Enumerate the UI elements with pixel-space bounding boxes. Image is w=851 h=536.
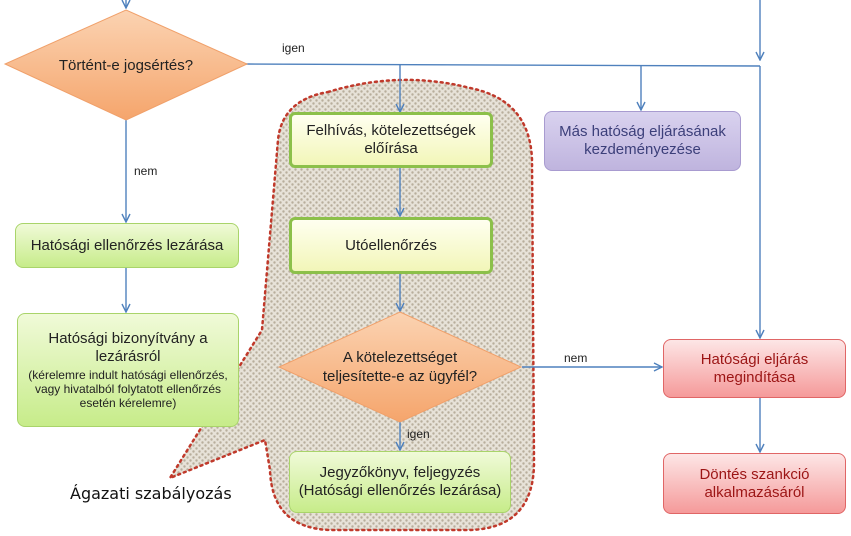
box-mas-hatosag-line2: kezdeményezése: [584, 141, 701, 158]
box-utoellenorzes: Utóellenőrzés: [289, 217, 493, 274]
sectoral-regulation-region: [166, 78, 536, 532]
edge-label-nem-left: nem: [134, 164, 158, 178]
box-bizonyitvany-title-1: Hatósági bizonyítvány a: [48, 330, 208, 347]
box-bizonyitvany-note: (kérelemre indult hatósági ellenőrzés, v…: [28, 368, 228, 410]
decision-kotelezettseg-shape: [277, 311, 523, 423]
box-dontes-szankcio-line1: Döntés szankció: [699, 465, 810, 483]
box-jegyzokonyv: Jegyzőkönyv, feljegyzés (Hatósági ellenő…: [289, 451, 511, 513]
connectors: [126, 0, 760, 452]
region-caption: Ágazati szabályozás: [70, 484, 232, 503]
edge-label-nem-right: nem: [564, 351, 588, 365]
box-ellenorzes-lezarasa: Hatósági ellenőrzés lezárása: [15, 223, 239, 268]
decision-kotelezettseg-line2: teljesítette-e az ügyfél?: [322, 368, 478, 385]
box-jegyzokonyv-line2: (Hatósági ellenőrzés lezárása): [298, 482, 502, 499]
box-mas-hatosag: Más hatóság eljárásának kezdeményezése: [544, 111, 741, 171]
decision-kotelezettseg: A kötelezettséget teljesítette-e az ügyf…: [279, 312, 521, 422]
box-eljaras-inditasa-line1: Hatósági eljárás: [700, 350, 809, 368]
edge-label-igen-top: igen: [282, 41, 305, 55]
box-ellenorzes-lezarasa-text: Hatósági ellenőrzés lezárása: [30, 236, 224, 254]
box-bizonyitvany-title-2: lezárásról: [95, 348, 161, 365]
box-felhivas-line1: Felhívás, kötelezettségek: [306, 122, 476, 139]
arrow-igen-horizontal: [245, 63, 761, 67]
decision-jogsertes-text: Történt-e jogsértés?: [58, 56, 194, 74]
decision-jogsertes: Történt-e jogsértés?: [5, 10, 247, 120]
box-eljaras-inditasa: Hatósági eljárás megindítása: [663, 339, 846, 398]
box-eljaras-inditasa-line2: megindítása: [713, 368, 796, 386]
box-felhivas: Felhívás, kötelezettségek előírása: [289, 112, 493, 168]
box-mas-hatosag-line1: Más hatóság eljárásának: [559, 123, 726, 140]
box-bizonyitvany: Hatósági bizonyítvány a lezárásról (kére…: [17, 313, 239, 427]
box-dontes-szankcio-line2: alkalmazásáról: [704, 483, 805, 501]
box-felhivas-line2: előírása: [364, 140, 418, 157]
box-jegyzokonyv-line1: Jegyzőkönyv, feljegyzés: [319, 464, 481, 481]
decision-kotelezettseg-line1: A kötelezettséget: [342, 349, 458, 366]
decision-jogsertes-shape: [3, 9, 249, 121]
box-utoellenorzes-text: Utóellenőrzés: [345, 236, 437, 254]
edge-label-igen-bottom: igen: [407, 427, 430, 441]
box-dontes-szankcio: Döntés szankció alkalmazásáról: [663, 453, 846, 514]
